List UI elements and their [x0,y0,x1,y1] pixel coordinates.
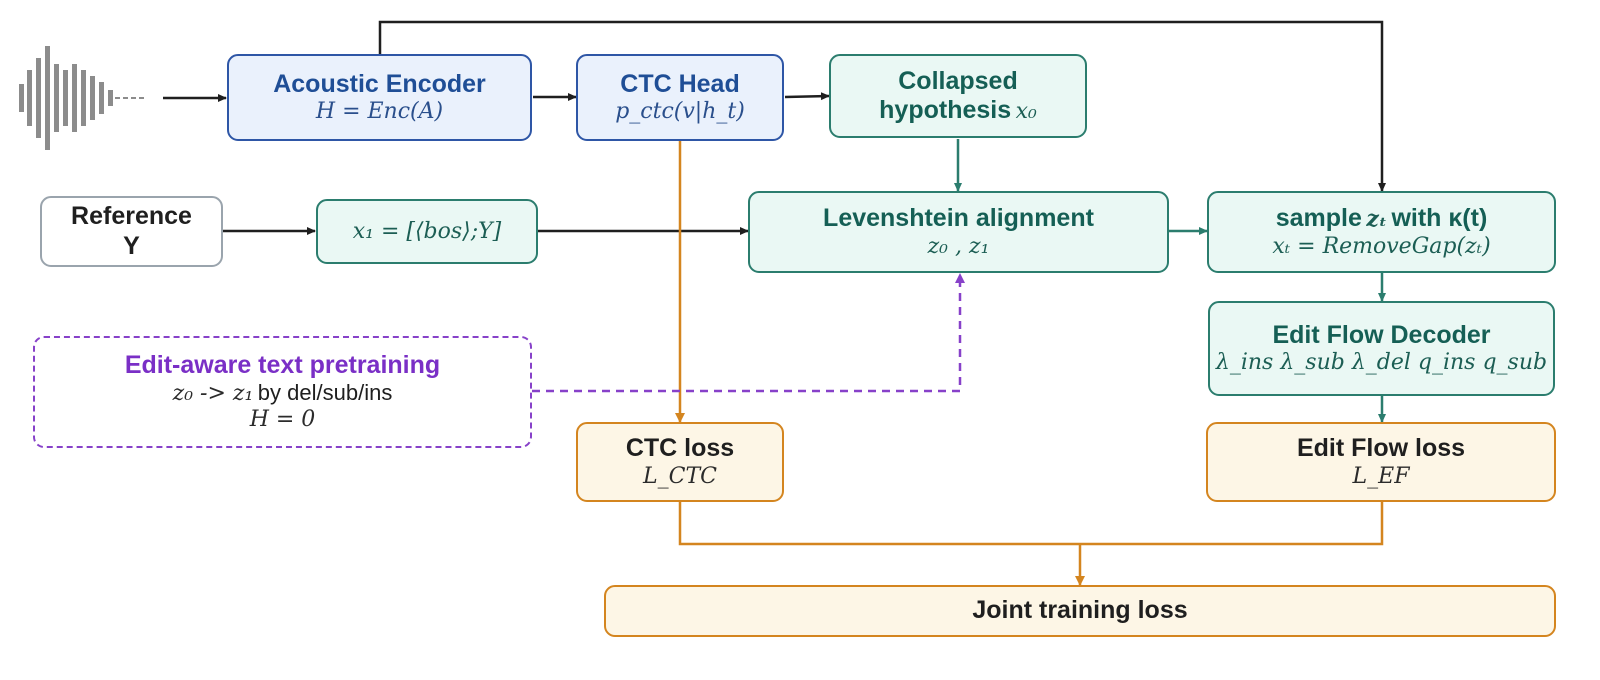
waveform-icon [19,46,147,150]
collapsed-hypothesis-formula: x₀ [1015,99,1037,124]
x1-target-node: x₁ = [⟨bos⟩;Y] [316,199,538,264]
levenshtein-title: Levenshtein alignment [823,204,1094,233]
arrow-ctc-head-to-collapsed [784,92,830,101]
reference-node: Reference Y [40,196,223,267]
pretraining-z-mapping: z₀ -> z₁ [172,381,254,407]
sample-title-var: zₜ [1366,206,1387,233]
collapsed-hypothesis-node: Collapsed hypothesis x₀ [829,54,1087,138]
pretraining-title: Edit-aware text pretraining [124,350,441,379]
edit-flow-loss-formula: L_EF [1352,463,1410,489]
reference-line2: Y [123,231,140,260]
connector-losses-merge [678,502,1384,546]
collapsed-hypothesis-title-line2: hypothesis [879,96,1012,124]
joint-training-loss-node: Joint training loss [604,585,1556,637]
edit-flow-loss-title: Edit Flow loss [1296,434,1466,463]
arrow-encoder-to-sample [378,20,1386,192]
pretraining-formula: H = 0 [249,407,316,433]
acoustic-encoder-formula: H = Enc(A) [315,99,444,125]
ctc-head-formula: p_ctc(v|h_t) [615,99,745,125]
levenshtein-formula: z₀ , z₁ [927,233,990,259]
ctc-head-node: CTC Head p_ctc(v|h_t) [576,54,784,141]
ctc-head-title: CTC Head [620,69,740,98]
acoustic-encoder-title: Acoustic Encoder [273,69,486,98]
arrow-pretraining-to-levenshtein [532,273,965,393]
acoustic-encoder-node: Acoustic Encoder H = Enc(A) [227,54,532,141]
edit-flow-loss-node: Edit Flow loss L_EF [1206,422,1556,502]
sample-title-prefix: sample [1275,204,1362,233]
edit-flow-decoder-formula: λ_ins λ_sub λ_del q_ins q_sub [1215,350,1548,376]
x1-target-formula: x₁ = [⟨bos⟩;Y] [352,218,502,244]
ctc-loss-formula: L_CTC [643,463,717,489]
reference-line1: Reference [71,202,192,230]
edit-flow-decoder-title: Edit Flow Decoder [1272,320,1491,349]
collapsed-hypothesis-title-line1: Collapsed [898,66,1018,95]
sample-node: sample zₜ with κ(t) xₜ = RemoveGap(zₜ) [1207,191,1556,273]
ctc-loss-title: CTC loss [625,434,735,463]
sample-formula: xₜ = RemoveGap(zₜ) [1272,233,1491,259]
ctc-loss-node: CTC loss L_CTC [576,422,784,502]
pretraining-node: Edit-aware text pretraining z₀ -> z₁ by … [33,336,532,448]
sample-title-suffix: with κ(t) [1391,204,1488,233]
pretraining-operations: by del/sub/ins [257,380,393,406]
levenshtein-node: Levenshtein alignment z₀ , z₁ [748,191,1169,273]
joint-training-loss-title: Joint training loss [972,596,1188,625]
edit-flow-decoder-node: Edit Flow Decoder λ_ins λ_sub λ_del q_in… [1208,301,1555,396]
